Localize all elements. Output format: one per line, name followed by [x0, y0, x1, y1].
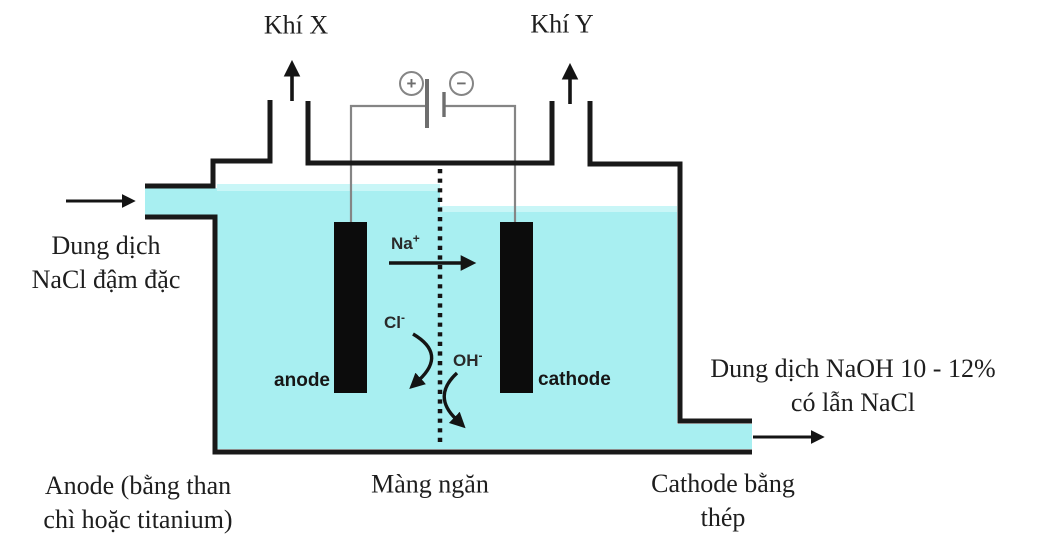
product-line2: có lẫn NaCl	[790, 388, 916, 417]
tank-wall-bottom	[145, 214, 752, 455]
anode-caption-line1: Anode (bằng than	[44, 471, 232, 500]
feed-solution-label: Dung dịch NaCl đậm đặc	[32, 229, 181, 297]
plus-icon: +	[406, 73, 417, 93]
cathode-electrode-label: cathode	[538, 369, 611, 390]
cathode-caption-line1: Cathode bằng	[651, 469, 795, 498]
feed-line2: NaCl đậm đặc	[31, 265, 181, 294]
cathode-caption: Cathode bằng thép	[651, 467, 795, 535]
tank-wall-top-center	[305, 101, 555, 166]
cathode-caption-line2: thép	[700, 503, 746, 532]
anode-caption: Anode (bằng than chì hoặc titanium)	[43, 469, 232, 537]
anode-side-surface	[217, 184, 440, 191]
na-charge: +	[412, 231, 420, 246]
product-solution-label: Dung dịch NaOH 10 - 12% có lẫn NaCl	[710, 352, 995, 420]
tank-wall-left-inlet	[145, 100, 273, 189]
oh-symbol: OH	[453, 351, 479, 370]
oh-ion-label: OH-	[453, 348, 483, 371]
cl-symbol: Cl	[384, 313, 401, 332]
cl-ion-arrow	[409, 332, 434, 390]
anode-electrode-label: anode	[274, 370, 330, 391]
na-symbol: Na	[391, 234, 413, 253]
gas-x-label: Khí X	[263, 10, 329, 40]
membrane-caption: Màng ngăn	[371, 469, 489, 499]
inlet-liquid	[145, 188, 219, 215]
anode-electrode	[334, 222, 367, 393]
battery-positive-terminal: +	[399, 71, 424, 96]
anode-wire	[349, 104, 425, 224]
na-ion-label: Na+	[391, 231, 420, 254]
cathode-electrode	[500, 222, 533, 393]
minus-icon: −	[456, 73, 467, 93]
battery-negative-terminal: −	[449, 71, 474, 96]
oh-charge: -	[478, 348, 483, 363]
cathode-wire	[444, 104, 517, 224]
oh-ion-arrow	[442, 371, 466, 429]
tank-wall-right	[587, 101, 752, 424]
cl-ion-label: Cl-	[384, 310, 405, 333]
feed-line1: Dung dịch	[51, 231, 161, 260]
cathode-side-surface	[440, 206, 677, 212]
cl-charge: -	[401, 310, 405, 325]
anode-caption-line2: chì hoặc titanium)	[43, 505, 233, 534]
tank-liquid	[217, 184, 752, 449]
product-line1: Dung dịch NaOH 10 - 12%	[710, 354, 996, 383]
gas-y-label: Khí Y	[530, 9, 594, 39]
